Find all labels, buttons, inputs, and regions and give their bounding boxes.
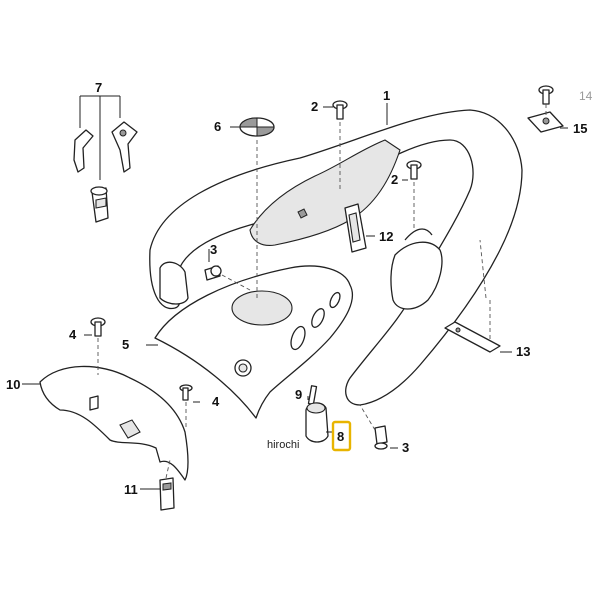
callout-2-top: 2 — [311, 99, 318, 114]
part-14-screw — [538, 85, 554, 105]
part-13-strap — [444, 321, 501, 353]
part-11-clip — [159, 477, 175, 511]
callout-1: 1 — [383, 88, 390, 103]
part-7-keys-and-lock — [73, 121, 138, 223]
callout-10: 10 — [6, 377, 20, 392]
callout-8-highlight-box — [331, 420, 352, 452]
part-10-lower-panel — [39, 365, 189, 481]
callout-labels: 1 2 2 3 3 4 4 5 6 7 9 10 11 12 13 14 15 … — [6, 80, 593, 497]
part-15-nut-plate — [527, 111, 564, 133]
screw-4-mid — [179, 384, 193, 401]
callout-8: 8 — [337, 429, 344, 444]
part-1-grab-handle — [149, 109, 523, 406]
callout-6: 6 — [214, 119, 221, 134]
callout-2-right: 2 — [391, 172, 398, 187]
callout-12: 12 — [379, 229, 393, 244]
callout-14: 14 — [579, 89, 593, 103]
screw-2-right — [406, 160, 422, 180]
part-12-bracket — [344, 203, 367, 253]
screw-3-left — [204, 265, 222, 281]
callout-7: 7 — [95, 80, 102, 95]
assembly-lines — [97, 104, 547, 479]
leader-lines — [22, 95, 568, 490]
part-8-grommet — [305, 402, 329, 443]
part-6-emblem — [239, 117, 275, 137]
part-9-pin — [307, 385, 318, 406]
callout-3-right: 3 — [402, 440, 409, 455]
callout-13: 13 — [516, 344, 530, 359]
callout-4-mid: 4 — [212, 394, 220, 409]
callout-15: 15 — [573, 121, 587, 136]
watermark-text: hirochi — [267, 439, 299, 451]
callout-5: 5 — [122, 337, 129, 352]
screw-3-right — [374, 425, 388, 450]
part-5-tail-cover — [154, 265, 354, 419]
screw-2-top — [332, 100, 348, 120]
callout-9: 9 — [295, 387, 302, 402]
callout-11: 11 — [124, 482, 138, 497]
callout-4-left: 4 — [69, 327, 77, 342]
callout-3-left: 3 — [210, 242, 217, 257]
screw-4-left — [90, 317, 106, 337]
